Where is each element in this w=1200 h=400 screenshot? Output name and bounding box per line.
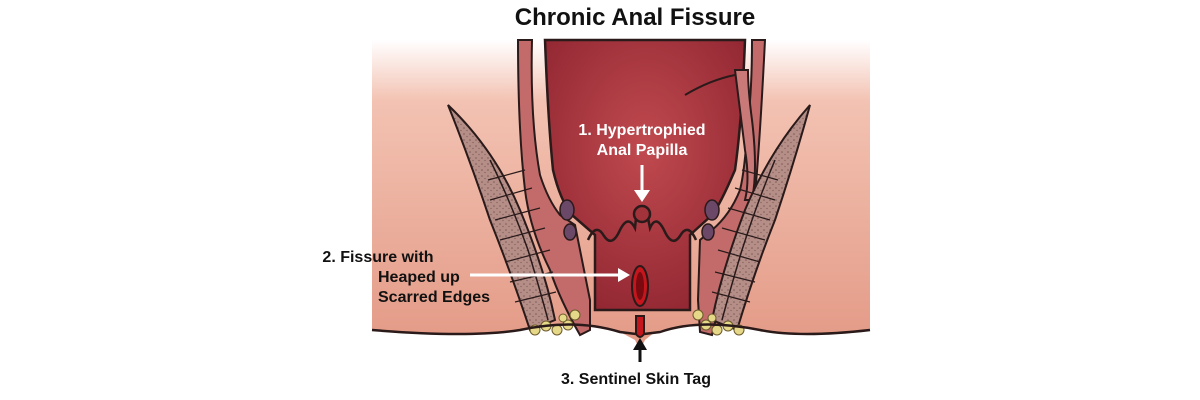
fat-lobules-left: [529, 309, 581, 336]
papilla-label-line1: 1. Hypertrophied: [578, 122, 705, 139]
fissure-label-line1: 2. Fissure with: [322, 249, 433, 266]
rectal-lumen: [543, 38, 747, 312]
skin-tag: [635, 315, 645, 338]
skin-tag-label: 3. Sentinel Skin Tag: [561, 371, 711, 388]
skin-contour: [371, 323, 871, 336]
vessels-left: [559, 199, 577, 241]
fissure-label-line2: Heaped up: [378, 269, 460, 286]
fissure-arrow: [470, 268, 630, 282]
papilla-label-line2: Anal Papilla: [597, 142, 688, 159]
fissure-label-line3: Scarred Edges: [378, 289, 490, 306]
vessels-right: [701, 199, 720, 241]
right-sphincter-muscle: [710, 104, 811, 332]
skin-tag-arrow: [633, 338, 647, 362]
page-title: Chronic Anal Fissure: [514, 4, 756, 31]
papilla-knob: [632, 204, 652, 224]
papilla-arrow: [634, 165, 650, 202]
rectal-wall-left: [516, 39, 591, 337]
